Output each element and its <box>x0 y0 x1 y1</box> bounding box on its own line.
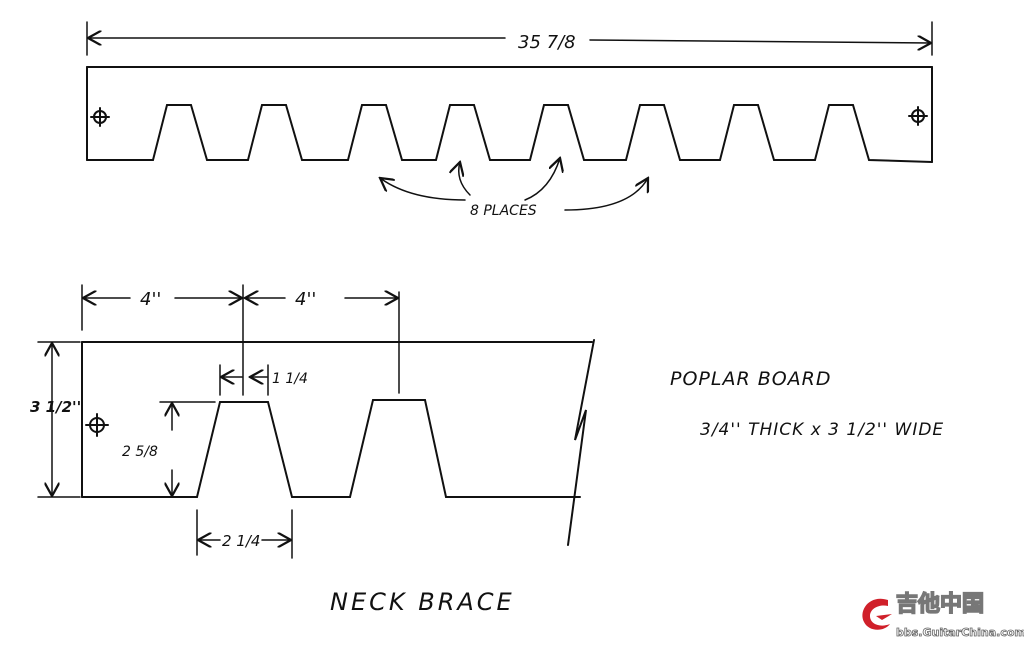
dimensions-note: 3/4'' THICK x 3 1/2'' WIDE <box>700 420 944 440</box>
material-note: POPLAR BOARD <box>670 368 832 390</box>
detail-board <box>81 339 595 546</box>
callout-arrows <box>380 158 648 211</box>
watermark: 吉他中国 bbs.GuitarChina.com <box>856 591 1024 644</box>
notch-callout-label: 8 PLACES <box>470 203 537 219</box>
top-notch-profile <box>86 104 933 163</box>
notch-base-width-label: 2 1/4 <box>222 532 260 550</box>
detail-dimension-lines <box>37 284 400 559</box>
spacing-1-label: 4'' <box>140 289 161 310</box>
notch-depth-label: 2 5/8 <box>122 444 158 460</box>
mount-hole-icon <box>85 413 109 437</box>
overall-dimension-line <box>86 21 933 56</box>
watermark-url: bbs.GuitarChina.com <box>896 626 1024 640</box>
mount-hole-icon <box>90 107 110 127</box>
overall-length-label: 35 7/8 <box>518 32 576 53</box>
mount-hole-icon <box>908 106 928 126</box>
dragon-logo-icon <box>862 598 892 630</box>
watermark-name: 吉他中国 <box>895 591 985 618</box>
break-line <box>567 339 595 546</box>
notch-top-width-label: 1 1/4 <box>272 371 308 387</box>
spacing-2-label: 4'' <box>295 289 316 310</box>
top-view-board <box>86 66 933 163</box>
board-width-label: 3 1/2'' <box>30 398 81 416</box>
drawing-title: NECK BRACE <box>330 588 515 616</box>
